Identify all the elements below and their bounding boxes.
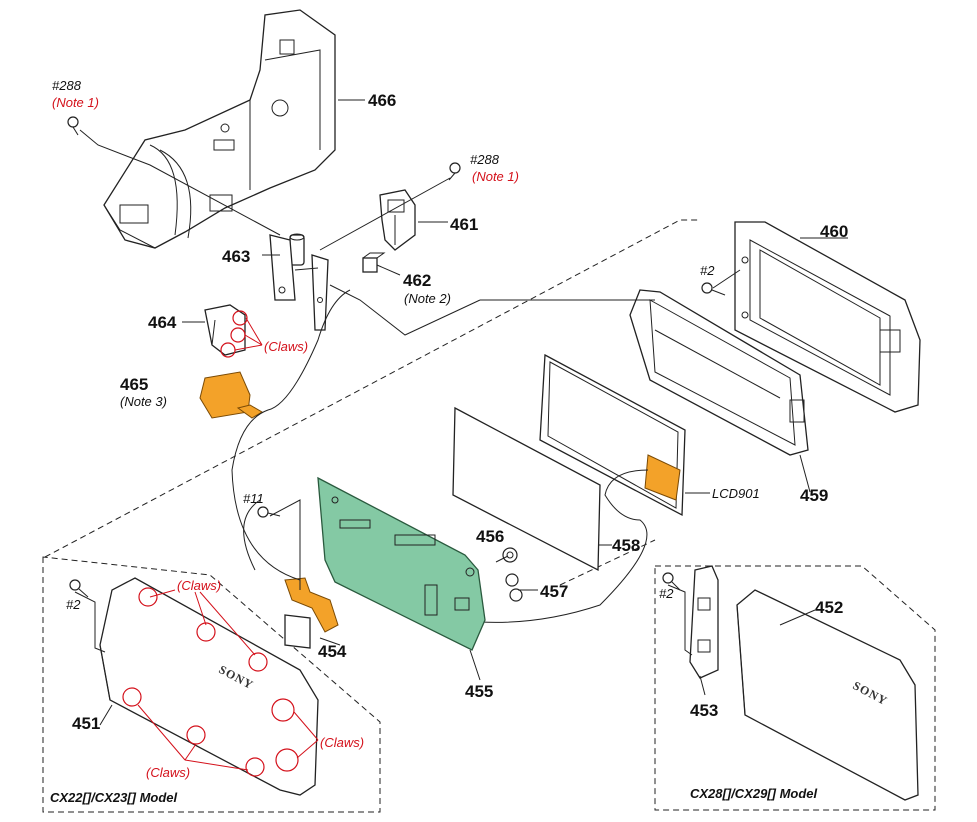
model-label-right: CX28[]/CX29[] Model xyxy=(690,786,818,801)
label-460: 460 xyxy=(820,222,848,241)
label-454: 454 xyxy=(318,642,347,661)
claws-464: (Claws) xyxy=(264,339,308,354)
part-455-pcb xyxy=(317,476,486,651)
part-456-component xyxy=(502,547,518,563)
label-462: 462 xyxy=(403,271,431,290)
screw-288-right xyxy=(448,162,461,181)
screw-11 xyxy=(257,506,281,518)
ref-screw2-right: #2 xyxy=(659,586,674,601)
part-453-trim xyxy=(689,565,719,679)
ref-lcd901: LCD901 xyxy=(712,486,760,501)
label-452: 452 xyxy=(815,598,843,617)
leader-lines xyxy=(74,99,848,726)
screw-288-left xyxy=(67,116,79,136)
part-454-flex xyxy=(284,577,339,649)
part-lcd901-panel xyxy=(539,353,686,517)
ref-screw11: #11 xyxy=(243,491,264,506)
label-466: 466 xyxy=(368,91,396,110)
label-459: 459 xyxy=(800,486,828,505)
part-452-cover: SONY xyxy=(736,589,919,801)
part-463-hinge xyxy=(269,233,329,331)
label-465: 465 xyxy=(120,375,148,394)
part-457-component xyxy=(505,573,523,602)
model-label-left: CX22[]/CX23[] Model xyxy=(50,790,178,805)
part-460-lcd-frame xyxy=(734,221,921,413)
note3: (Note 3) xyxy=(120,394,167,409)
ref-screw2-left: #2 xyxy=(66,597,81,612)
label-458: 458 xyxy=(612,536,640,555)
loop-pcb-lower xyxy=(243,499,261,571)
claw-marker-464-a xyxy=(232,310,248,326)
label-461: 461 xyxy=(450,215,478,234)
claw-markers-451 xyxy=(122,587,299,777)
label-457: 457 xyxy=(540,582,568,601)
part-451-cover: SONY xyxy=(99,577,319,796)
loop-flex-upper xyxy=(231,289,351,581)
note2: (Note 2) xyxy=(404,291,451,306)
ref-screw288-right: #288 xyxy=(470,152,500,167)
model-box-left xyxy=(42,556,381,813)
label-453: 453 xyxy=(690,701,718,720)
label-451: 451 xyxy=(72,714,100,733)
guide-line-main xyxy=(44,219,700,558)
screw-2-left xyxy=(69,579,89,598)
label-456: 456 xyxy=(476,527,504,546)
note1-left: (Note 1) xyxy=(52,95,99,110)
part-464-bracket xyxy=(204,304,246,356)
claw-leader-451-bottom xyxy=(137,704,249,771)
part-458-sheet xyxy=(452,406,601,572)
part-466-frame xyxy=(103,9,336,249)
label-455: 455 xyxy=(465,682,493,701)
claws-451-bottom: (Claws) xyxy=(146,765,190,780)
claw-leader-451-top xyxy=(149,589,256,656)
claws-451-top: (Claws) xyxy=(177,578,221,593)
part-461-switch xyxy=(379,189,416,251)
screw-2-lcd xyxy=(701,282,726,296)
part-459-bezel xyxy=(629,289,809,456)
ref-screw288-left: #288 xyxy=(52,78,82,93)
part-465-flex xyxy=(199,371,263,419)
note1-right: (Note 1) xyxy=(472,169,519,184)
claws-451-right: (Claws) xyxy=(320,735,364,750)
claw-leader-464 xyxy=(234,317,263,351)
label-463: 463 xyxy=(222,247,250,266)
claw-leader-451-right xyxy=(293,711,319,759)
label-464: 464 xyxy=(148,313,177,332)
part-462-connector xyxy=(362,252,386,273)
guide-line-lcd xyxy=(559,539,656,586)
screw-2-right xyxy=(662,572,681,591)
ref-screw2-lcd: #2 xyxy=(700,263,715,278)
model-box-right xyxy=(654,565,936,811)
loop-lcd-to-pcb xyxy=(479,469,649,623)
